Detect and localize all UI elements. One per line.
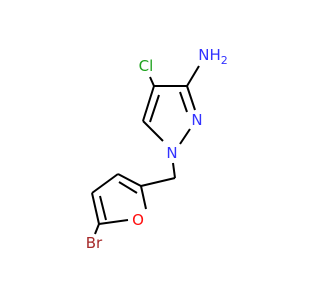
bond-furan-o-c2 bbox=[140, 185, 147, 210]
atom-labels: NH2 Cl N N O Br bbox=[86, 46, 228, 252]
bonds bbox=[91, 65, 200, 235]
bond-furan-c4-c5-inner bbox=[99, 195, 107, 221]
bond-furan-c2-c3 bbox=[117, 173, 142, 187]
bond-furan-c3-c4 bbox=[91, 173, 119, 194]
bond-c3-nh2 bbox=[186, 65, 200, 87]
bond-c3-n2-inner bbox=[179, 91, 188, 113]
atom-label-nh2: NH2 bbox=[198, 46, 228, 67]
atom-label-cl: Cl bbox=[139, 57, 154, 75]
bond-n1-ch2 bbox=[172, 162, 176, 179]
bond-n2-n1 bbox=[179, 128, 191, 145]
atom-label-n1: N bbox=[166, 144, 177, 162]
bond-furan-c5-o bbox=[98, 219, 129, 225]
bond-c3-n2 bbox=[186, 85, 196, 111]
atom-label-n2: N bbox=[191, 111, 202, 129]
atom-label-o: O bbox=[132, 211, 144, 229]
molecule-structure-diagram: NH2 Cl N N O Br bbox=[86, 46, 228, 252]
bond-c4-c5-inner bbox=[149, 94, 160, 123]
bond-c4-c5 bbox=[142, 85, 155, 122]
bond-furan-c4-c5 bbox=[91, 192, 100, 225]
bond-ch2-c2 bbox=[140, 177, 176, 187]
bond-c5-n1 bbox=[142, 120, 164, 142]
bond-furan-c2-c3-inner bbox=[118, 181, 138, 194]
atom-label-br: Br bbox=[86, 234, 103, 252]
bond-c4-cl bbox=[149, 76, 155, 87]
bond-furan-c5-br bbox=[94, 223, 100, 235]
